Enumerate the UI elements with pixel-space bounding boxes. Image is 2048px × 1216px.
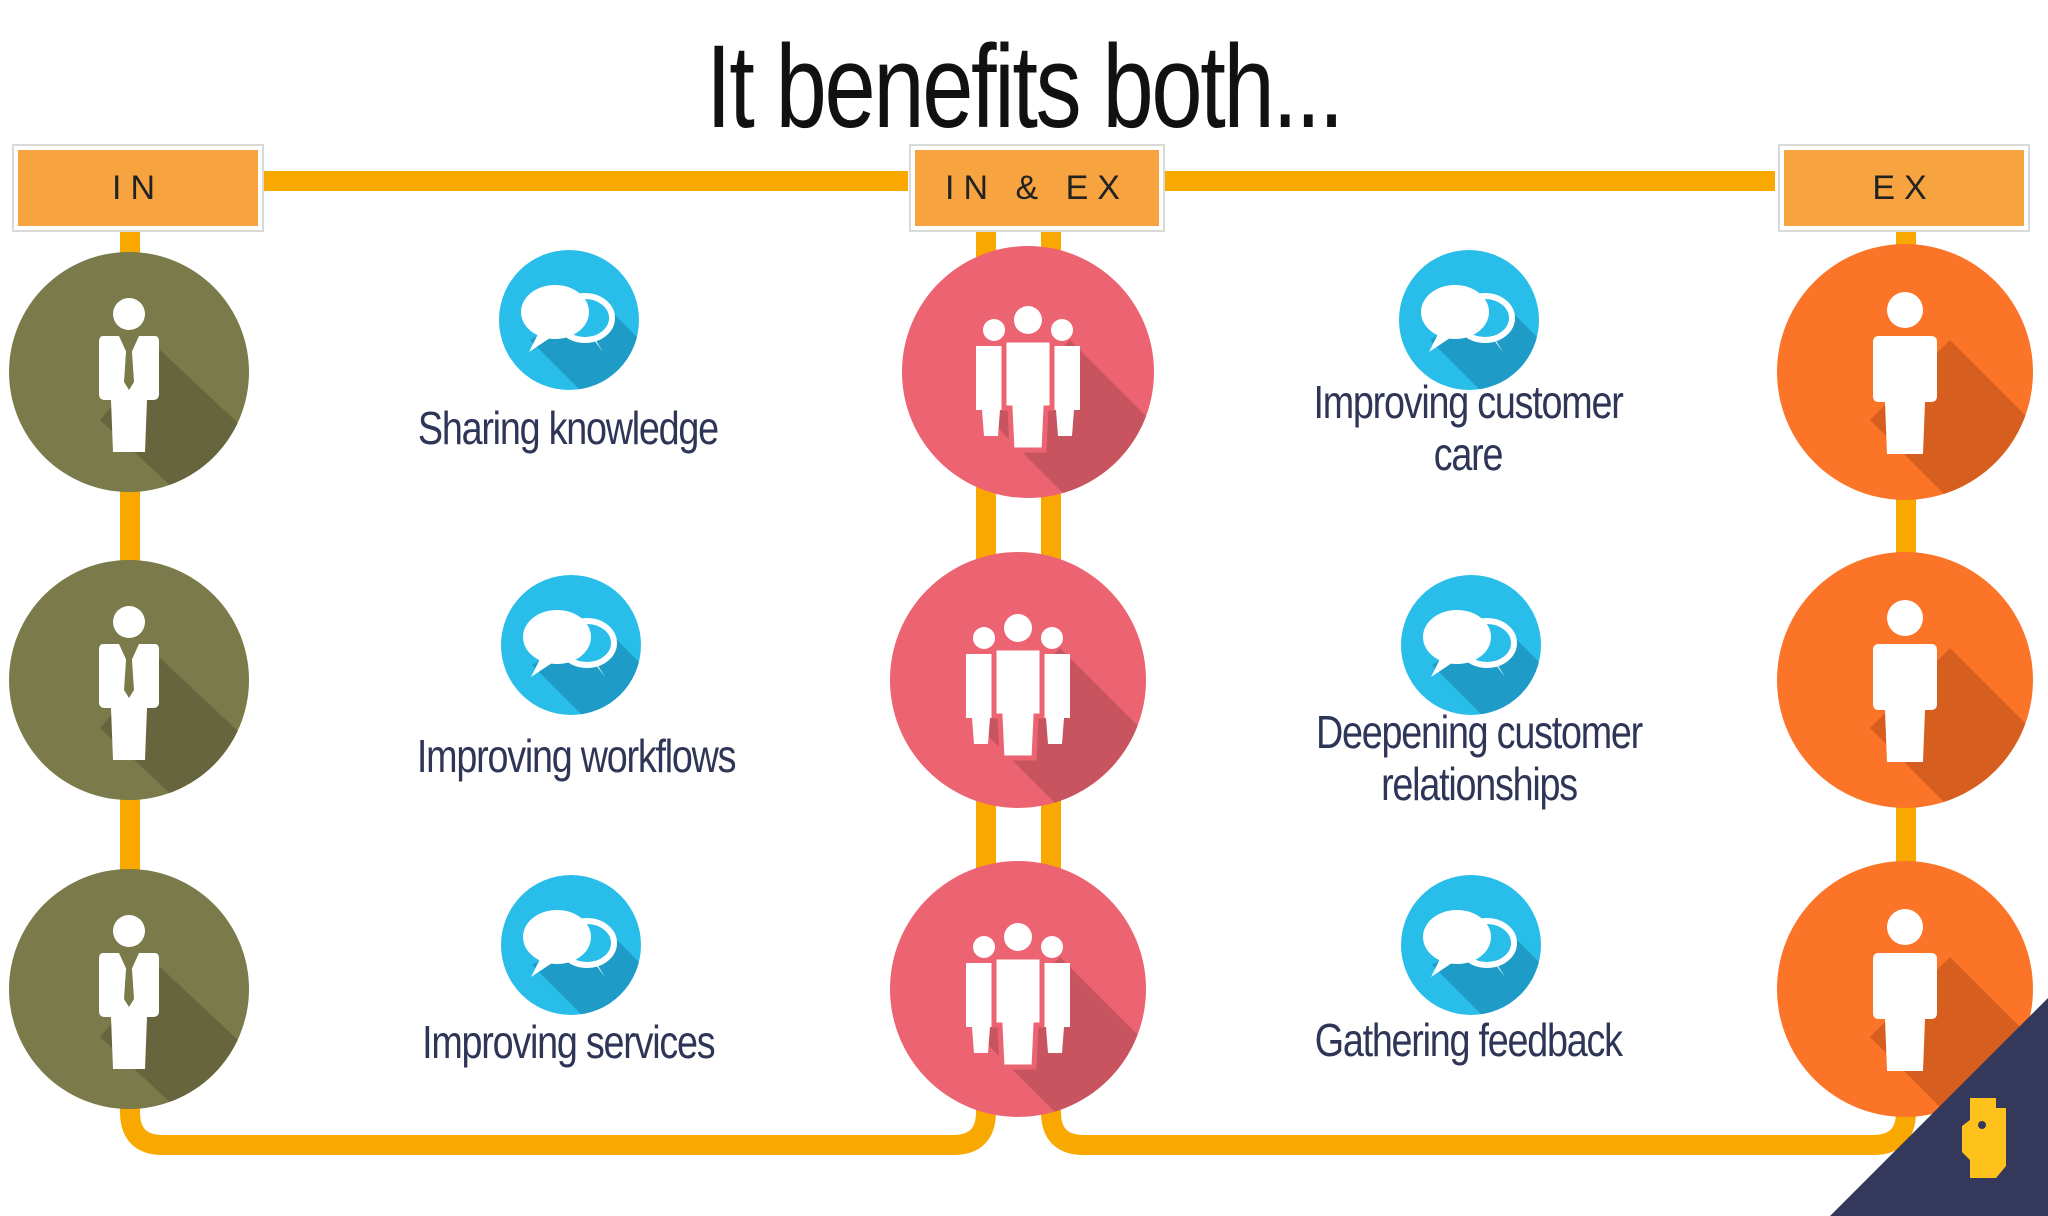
speech-bubbles-icon xyxy=(1401,575,1541,715)
benefit-label: Sharing knowledge xyxy=(418,402,719,454)
ex-column-node xyxy=(1777,552,2033,808)
column-tag-in: IN xyxy=(12,144,264,232)
benefit-label: Improving customer care xyxy=(1313,376,1623,480)
speech-bubbles-icon xyxy=(1401,875,1541,1015)
group-of-people-icon xyxy=(966,923,1070,1067)
both-column-node xyxy=(890,861,1146,1117)
benefit-label: Gathering feedback xyxy=(1314,1014,1622,1066)
in-column-node xyxy=(9,560,249,800)
speech-bubbles-icon xyxy=(501,575,641,715)
speech-bubbles-icon xyxy=(501,875,641,1015)
group-of-people-icon xyxy=(966,614,1070,758)
benefit-label: Deepening customer relationships xyxy=(1316,706,1643,810)
benefit-label: Improving workflows xyxy=(416,730,737,782)
both-column-node xyxy=(902,246,1154,498)
corner-logo xyxy=(1830,998,2048,1216)
column-tag-in-and-ex: IN & EX xyxy=(909,144,1165,232)
speech-bubbles-icon xyxy=(1399,250,1539,390)
group-of-people-icon xyxy=(976,306,1080,450)
benefit-label: Improving services xyxy=(421,1016,716,1068)
column-tag-ex: EX xyxy=(1778,144,2030,232)
page-title: It benefits both... xyxy=(705,21,1344,153)
in-column-node xyxy=(9,252,249,492)
speech-bubbles-icon xyxy=(499,250,639,390)
ex-column-node xyxy=(1777,244,2033,500)
in-column-node xyxy=(9,869,249,1109)
both-column-node xyxy=(890,552,1146,808)
